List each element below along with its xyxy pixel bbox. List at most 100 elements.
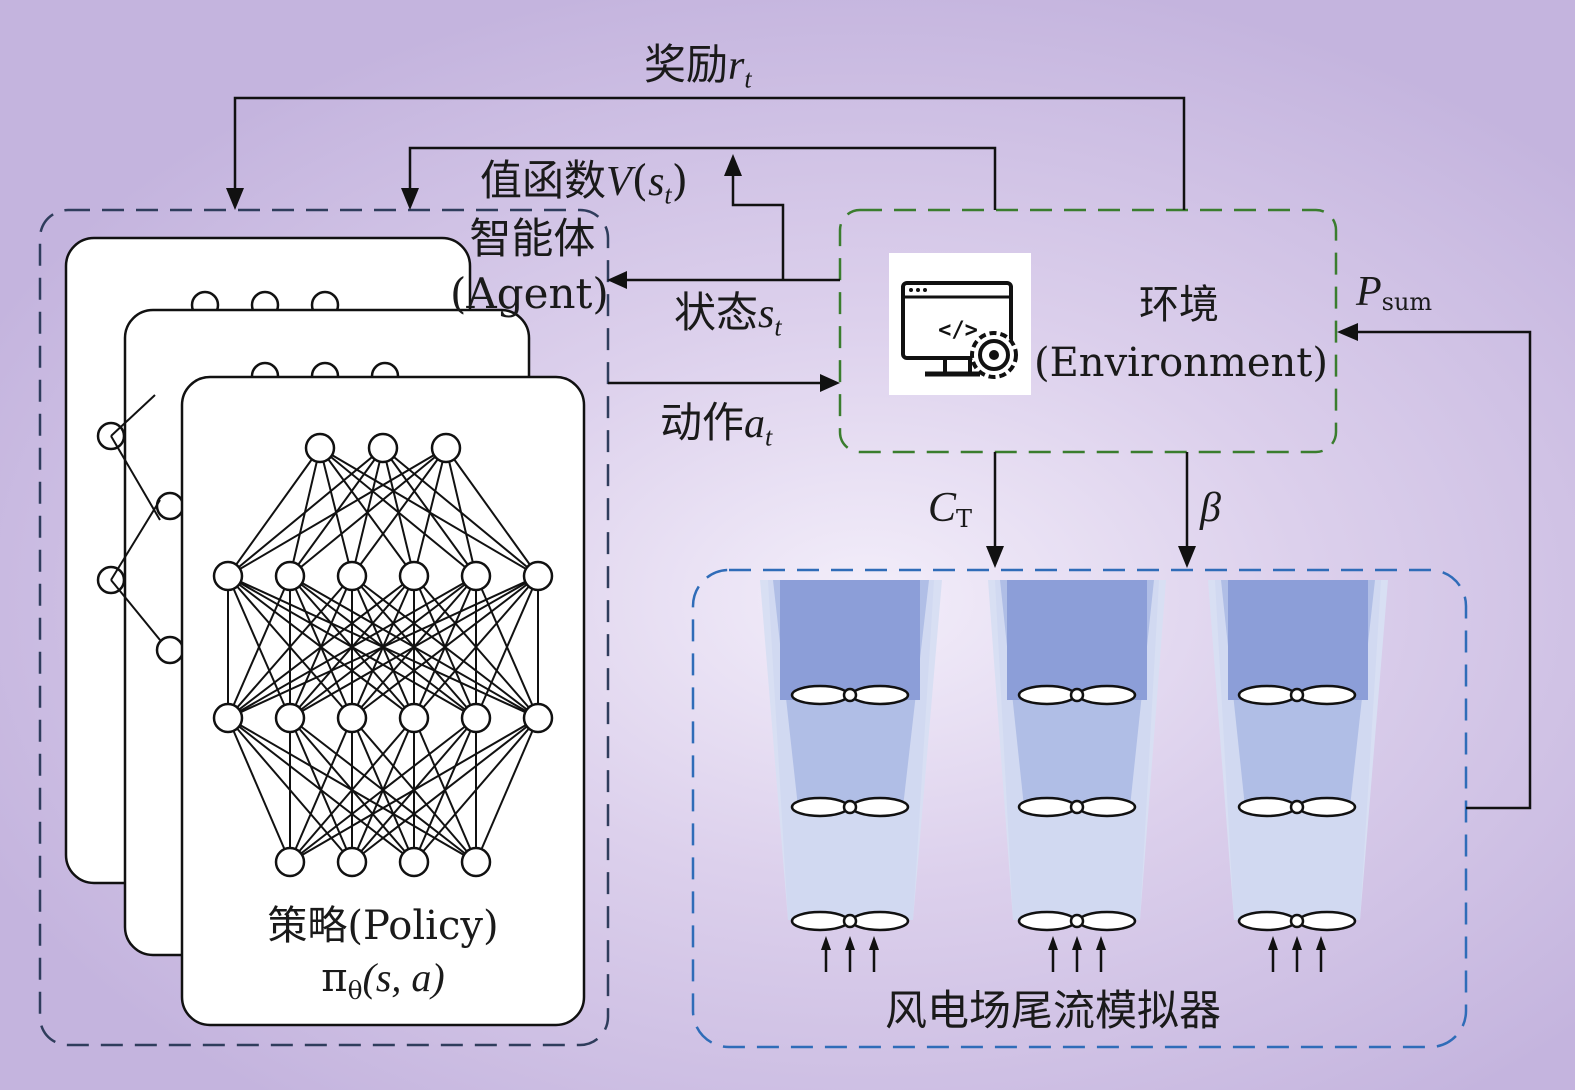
nn-connection — [289, 717, 415, 863]
action-arrowhead — [820, 374, 840, 392]
nn-node — [460, 702, 492, 734]
nn-connection — [351, 447, 447, 577]
inflow-arrow-icon — [1292, 936, 1302, 972]
wake-cone-3 — [1208, 580, 1388, 920]
environment-box — [838, 208, 1338, 454]
policy-title: 策略(Policy) πθ(s, a) — [182, 900, 584, 1007]
nn-connection — [351, 717, 539, 863]
nn-connection — [445, 447, 477, 577]
nn-node — [212, 560, 244, 592]
value-arrowhead — [401, 188, 419, 210]
environment-title: 环境 (Environment) — [1034, 276, 1328, 392]
code-monitor-gear-icon: </> — [889, 253, 1031, 395]
ct-label: CT — [928, 485, 973, 533]
inflow-arrow-icon — [845, 936, 855, 972]
nn-node — [212, 702, 244, 734]
wake-cone-2 — [988, 580, 1166, 920]
nn-connection — [227, 447, 447, 577]
nn-node — [398, 560, 430, 592]
environment-title-en: (Environment) — [1034, 340, 1328, 386]
turbine-icon — [790, 684, 910, 706]
nn-connection — [227, 575, 291, 719]
state-arrowhead — [607, 271, 627, 289]
svg-text:</>: </> — [938, 318, 978, 343]
nn-connection — [227, 447, 321, 577]
inflow-arrow-icon — [1316, 936, 1326, 972]
neural-network — [212, 432, 554, 878]
policy-title-text: 策略(Policy) — [267, 903, 499, 949]
nn-node — [522, 702, 554, 734]
agent-container — [38, 208, 610, 1047]
turbine-icon — [1237, 796, 1357, 818]
wake-cone-1 — [760, 580, 942, 920]
turbine-icon — [1017, 796, 1137, 818]
nn-connection — [445, 447, 539, 577]
nn-node — [460, 560, 492, 592]
beta-arrowhead — [1178, 546, 1196, 568]
reward-label: 奖励rt — [644, 40, 752, 94]
nn-node — [460, 846, 492, 878]
nn-connection — [227, 447, 384, 577]
nn-connection — [227, 717, 291, 863]
value-up-arrowhead — [724, 154, 742, 176]
turbine-icon — [1237, 910, 1357, 932]
nn-connection — [289, 717, 353, 863]
nn-connection — [351, 575, 539, 719]
inflow-arrows — [821, 936, 1326, 972]
nn-connection — [227, 575, 539, 719]
value-line — [408, 146, 997, 210]
turbine-array — [790, 684, 1357, 932]
psum-arrowhead — [1337, 323, 1358, 341]
nn-connection — [289, 575, 539, 719]
nn-node — [336, 846, 368, 878]
state-label: 状态st — [674, 288, 782, 342]
inflow-arrow-icon — [1096, 936, 1106, 972]
nn-node — [274, 560, 306, 592]
nn-node — [398, 846, 430, 878]
turbine-icon — [790, 910, 910, 932]
nn-connection — [227, 575, 353, 719]
agent-title: 智能体 (Agent) — [450, 212, 609, 321]
psum-label: Psum — [1356, 269, 1433, 316]
agent-title-cn: 智能体 — [469, 214, 596, 263]
nn-connection — [413, 447, 447, 577]
reward-arrowhead — [226, 188, 244, 210]
inflow-arrow-icon — [869, 936, 879, 972]
agent-title-en: (Agent) — [450, 268, 609, 318]
nn-node — [274, 702, 306, 734]
turbine-icon — [1017, 910, 1137, 932]
nn-connection — [227, 575, 477, 719]
value-label: 值函数V(st) — [480, 156, 689, 210]
value-branch-line — [731, 172, 785, 280]
nn-connection — [289, 717, 539, 863]
nn-node — [336, 560, 368, 592]
policy-formula: πθ(s, a) — [321, 955, 445, 1005]
turbine-icon — [790, 796, 910, 818]
inflow-arrow-icon — [1268, 936, 1278, 972]
nn-node — [367, 432, 399, 464]
nn-connection — [413, 575, 539, 719]
action-label: 动作at — [660, 398, 773, 452]
nn-node — [522, 560, 554, 592]
beta-label: β — [1200, 485, 1221, 531]
nn-connection — [289, 717, 477, 863]
nn-connection — [289, 447, 447, 577]
ct-arrowhead — [986, 546, 1004, 568]
environment-title-cn: 环境 — [1139, 282, 1219, 328]
inflow-arrow-icon — [1048, 936, 1058, 972]
nn-connection — [227, 575, 415, 719]
policy-card-front — [180, 375, 586, 1027]
nn-node — [336, 702, 368, 734]
turbine-icon — [1237, 684, 1357, 706]
inflow-arrow-icon — [1072, 936, 1082, 972]
simulator-label: 风电场尾流模拟器 — [885, 986, 1222, 1035]
turbine-icon — [1017, 684, 1137, 706]
nn-node — [430, 432, 462, 464]
nn-node — [304, 432, 336, 464]
nn-connection — [413, 717, 539, 863]
psum-line — [1355, 330, 1532, 810]
inflow-arrow-icon — [821, 936, 831, 972]
reward-line — [233, 96, 1186, 210]
nn-connection — [475, 717, 539, 863]
